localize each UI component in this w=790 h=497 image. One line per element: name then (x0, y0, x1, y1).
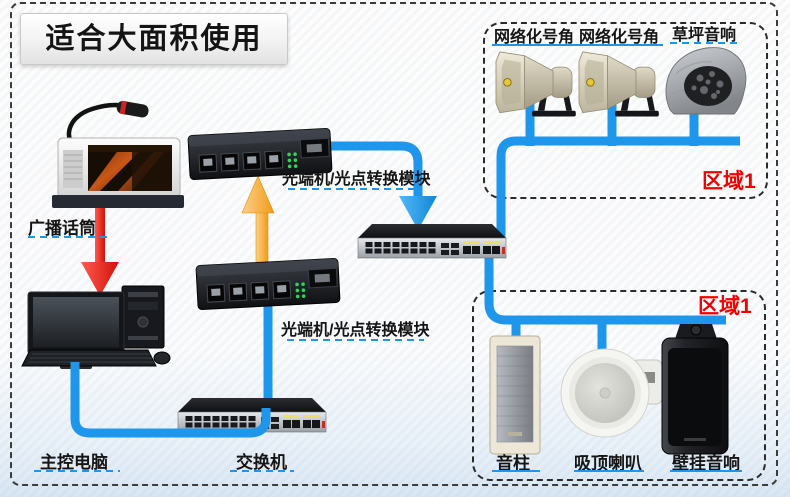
wall-speaker-label: 壁挂音响 (672, 454, 740, 473)
cable-bottomzone-bus (484, 252, 726, 325)
blue-network-cables (263, 103, 740, 416)
broadcast-mic-underline (28, 236, 108, 238)
cable-computer-to-switch (70, 362, 271, 438)
lawn-speaker-device (665, 47, 747, 115)
fiber-converter-top-label: 光端机/光点转换模块 (282, 171, 431, 188)
fiber-converter-mid-label: 光端机/光点转换模块 (281, 322, 430, 339)
zone1-bottom-boundary (472, 290, 766, 481)
fiber-converter-top-underline (288, 188, 422, 190)
zone1-bottom-label: 区域1 (698, 295, 752, 318)
ceiling-speaker-label: 吸顶喇叭 (574, 454, 642, 473)
orange-arrow-icon (241, 175, 275, 263)
horn-speaker-1-label: 网络化号角 (494, 29, 575, 46)
network-switch-label: 交换机 (236, 453, 287, 472)
zone1-top-label: 区域1 (702, 170, 756, 193)
ceiling-speaker-underline (574, 470, 644, 472)
broadcast-mic-device (52, 100, 184, 208)
main-computer-label: 主控电脑 (40, 453, 108, 472)
cable-topzone-bus (496, 136, 740, 250)
column-speaker-label: 音柱 (496, 454, 530, 473)
fiber-converter-mid-underline (287, 339, 424, 341)
column-speaker-device (489, 335, 541, 455)
horn-speaker-2-underline (578, 44, 663, 46)
column-speaker-underline (492, 470, 540, 472)
ceiling-speaker-device (560, 348, 663, 438)
wall-speaker-underline (670, 470, 742, 472)
title-banner: 适合大面积使用 (20, 13, 288, 65)
outer-dashed-border (10, 2, 778, 486)
red-arrow-icon (81, 200, 119, 296)
lawn-speaker-label: 草坪音响 (672, 27, 737, 44)
lawn-speaker-underline (670, 42, 740, 44)
horn-speaker-1-underline (492, 44, 578, 46)
wall-speaker-device (661, 324, 729, 455)
mic-capsule-icon (116, 100, 149, 118)
zone1-top-boundary (483, 22, 768, 199)
blue-arrow-icon (399, 196, 437, 230)
main-computer-underline (34, 470, 120, 472)
horn-speaker-2-label: 网络化号角 (579, 29, 660, 46)
broadcast-mic-label: 广播话筒 (28, 219, 96, 238)
cable-converter-to-switch (322, 141, 423, 198)
network-switch-underline (230, 470, 294, 472)
